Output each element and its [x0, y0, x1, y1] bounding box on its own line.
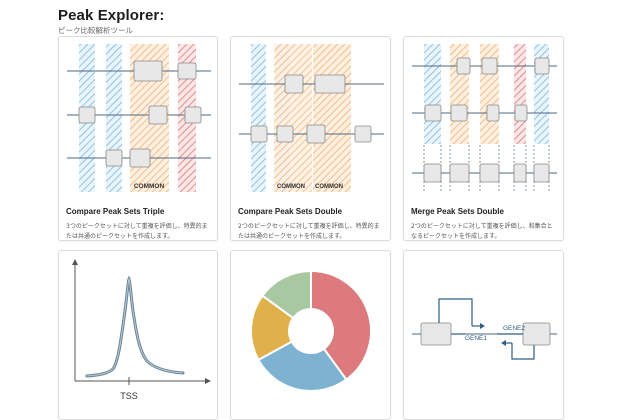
peak-box — [514, 104, 528, 122]
tss-label: TSS — [120, 391, 138, 401]
card-description: 2つのピークセットに対して重複を評価し、特異的または共通のピークセットを作成しま… — [238, 223, 380, 240]
peak-box — [129, 148, 151, 168]
card-peak-annotation[interactable] — [230, 250, 391, 420]
blue-band — [106, 44, 122, 192]
red-band — [514, 44, 526, 144]
peak-box — [133, 60, 163, 82]
gene-illustration: GENE1 GENE2 — [404, 251, 563, 411]
profile-curve — [85, 275, 185, 378]
gene-arrow — [438, 298, 473, 326]
merge-illustration — [404, 37, 563, 197]
donut-slice — [310, 269, 372, 381]
peak-box — [276, 125, 294, 143]
donut-illustration — [231, 251, 390, 411]
blue-band — [251, 44, 266, 192]
peak-box — [184, 106, 202, 124]
peak-box — [450, 104, 468, 122]
common-label: COMMON — [134, 183, 165, 190]
blue-band — [424, 44, 441, 144]
orange-band — [313, 44, 351, 192]
peak-box — [456, 57, 471, 75]
peak-box — [420, 322, 452, 346]
common-label: COMMON — [315, 184, 343, 190]
card-title: Compare Peak Sets Double — [238, 207, 343, 216]
peak-box — [78, 106, 96, 124]
card-title: Compare Peak Sets Triple — [66, 207, 165, 216]
peak-box — [148, 105, 168, 125]
peak-box — [354, 125, 372, 143]
gene-arrow — [511, 343, 535, 360]
peak-box — [105, 149, 123, 167]
triple-compare-illustration: COMMON — [59, 37, 217, 197]
card-description: 3つのピークセットに対して重複を評価し、特異的または共通のピークセットを作成しま… — [66, 223, 208, 240]
card-compare-peak-sets-double[interactable]: COMMON COMMON Compare Peak Sets Double 2… — [230, 36, 391, 241]
merged-box — [513, 163, 527, 183]
double-compare-illustration: COMMON COMMON — [231, 37, 390, 197]
peak-box — [424, 104, 442, 122]
card-description: 2つのピークセットに対して重複を評価し、和集合となるピークセットを作成します。 — [411, 223, 553, 240]
card-merge-peak-sets-double[interactable]: Merge Peak Sets Double 2つのピークセットに対して重複を評… — [403, 36, 564, 241]
app-title: Peak Explorer: — [58, 7, 165, 24]
merged-box — [449, 163, 470, 183]
page-header: Peak Explorer: ピーク比較解析ツール — [58, 7, 164, 36]
peak-box — [534, 57, 550, 75]
gene1-label: GENE1 — [465, 335, 487, 342]
donut-slice — [257, 340, 348, 392]
peak-box — [481, 57, 498, 75]
merged-box — [423, 163, 442, 183]
gene2-label: GENE2 — [503, 325, 525, 332]
peak-box — [177, 62, 197, 80]
orange-band — [274, 44, 312, 192]
peak-box — [314, 74, 346, 94]
common-label: COMMON — [277, 184, 305, 190]
donut-slice — [261, 269, 312, 320]
tss-profile-illustration: TSS — [59, 251, 217, 411]
card-tss-profile[interactable]: TSS — [58, 250, 218, 420]
card-title: Merge Peak Sets Double — [411, 207, 504, 216]
card-compare-peak-sets-triple[interactable]: COMMON Compare Peak Sets Triple 3つのピークセッ… — [58, 36, 218, 241]
peak-box — [522, 322, 551, 346]
merged-box — [533, 163, 550, 183]
peak-box — [250, 125, 268, 143]
merged-box — [479, 163, 500, 183]
peak-box — [486, 104, 500, 122]
peak-box — [306, 124, 326, 144]
peak-box — [284, 74, 304, 94]
card-gene-assignment[interactable]: GENE1 GENE2 — [403, 250, 564, 420]
app-subtitle: ピーク比較解析ツール — [58, 26, 133, 35]
